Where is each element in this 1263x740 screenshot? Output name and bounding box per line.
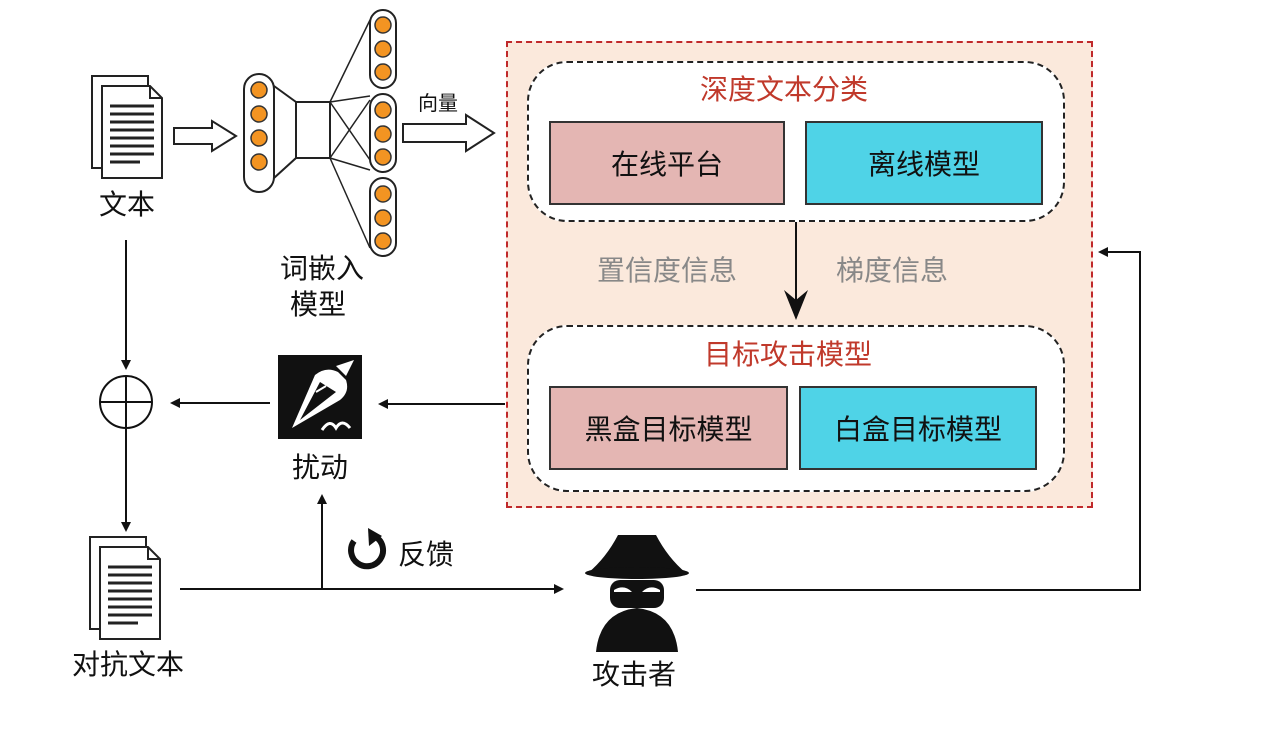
adversarial-text-label: 对抗文本 [72,648,185,681]
pen-icon [278,355,362,439]
feedback-cycle-icon [348,528,387,570]
combine-plus-icon [99,375,153,429]
feedback-label: 反馈 [398,538,455,571]
confidence-info-label: 置信度信息 [597,254,738,287]
perturbation-label: 扰动 [292,451,349,484]
online-platform-box: 在线平台 [549,121,785,205]
vector-label: 向量 [418,91,458,115]
gradient-info-label: 梯度信息 [836,254,949,287]
arrow-attacker-to-classification [696,247,1141,591]
embedding-model-label-2: 模型 [290,288,347,321]
offline-model-box: 离线模型 [805,121,1043,205]
classification-title: 深度文本分类 [700,73,869,106]
target-title: 目标攻击模型 [704,338,873,371]
embedding-model-label-1: 词嵌入 [280,252,365,285]
text-document-label: 文本 [99,188,156,221]
blackbox-model-box: 黑盒目标模型 [549,386,788,470]
hollow-arrow-input [173,119,238,153]
attacker-label: 攻击者 [592,658,677,691]
attacker-icon [585,535,689,652]
hollow-arrow-vector [402,113,496,153]
whitebox-model-box: 白盒目标模型 [799,386,1037,470]
adversarial-document-icon [89,536,161,640]
text-document-icon [91,75,163,179]
embedding-network-icon [243,9,397,257]
